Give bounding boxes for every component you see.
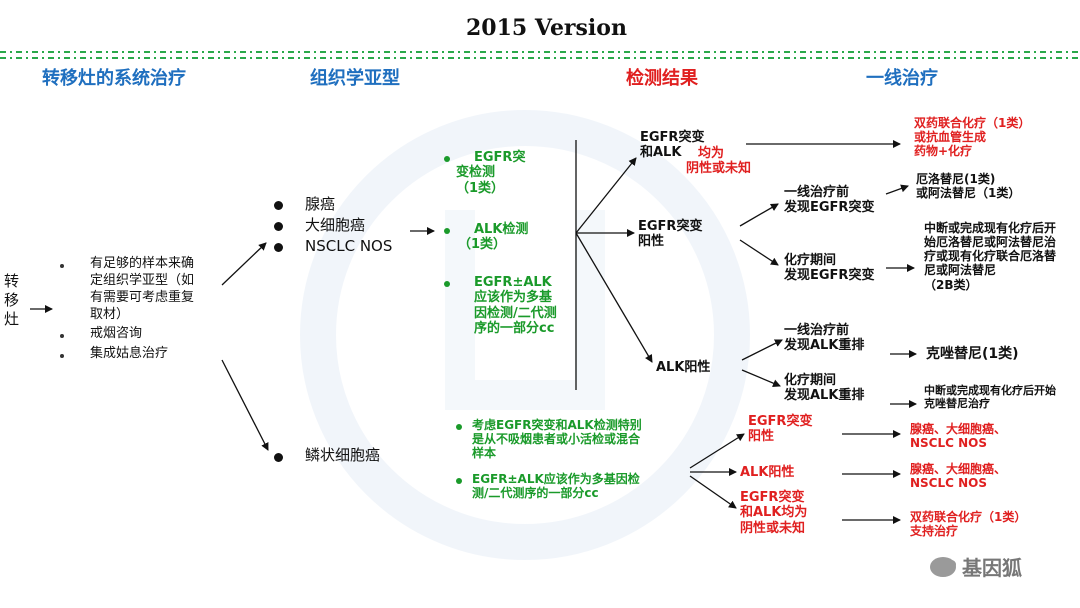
test-bottom-multigene: EGFR±ALK应该作为多基因检 测/二代测序的一部分cc	[472, 472, 640, 501]
test-alk: ALK检测 （1类）	[458, 222, 529, 253]
timing-egfr-during: 化疗期间 发现EGFR突变	[784, 253, 875, 284]
timing-alk-during: 化疗期间 发现ALK重排	[784, 373, 865, 404]
arrow-to-squamous	[221, 359, 269, 451]
bullet-dot	[274, 222, 283, 231]
arrow-alk-during	[741, 369, 781, 387]
header-test-results: 检测结果	[626, 68, 698, 89]
arrow-bottom-negative	[689, 475, 737, 509]
bottom-treatment-egfr: 腺癌、大细胞癌、 NSCLC NOS	[910, 422, 1007, 451]
arrow-egfr-before	[739, 203, 779, 227]
bottom-treatment-alk: 腺癌、大细胞癌、 NSCLC NOS	[910, 462, 1007, 491]
bullet-dot	[274, 201, 283, 210]
result-negative-part1: EGFR突变 和ALK	[640, 130, 705, 161]
bullet-dot	[444, 228, 450, 234]
bottom-treatment-negative: 双药联合化疗（1类） 支持治疗	[910, 510, 1027, 539]
header-systemic-therapy: 转移灶的系统治疗	[42, 68, 186, 89]
test-egfr: EGFR突 变检测 （1类）	[456, 150, 526, 196]
header-histology: 组织学亚型	[310, 68, 400, 89]
bullet-smoking: 戒烟咨询	[90, 326, 143, 341]
page-title: 2015 Version	[466, 15, 627, 41]
histology-squamous: 鳞状细胞癌	[305, 446, 381, 464]
test-bottom-consider: 考虑EGFR突变和ALK检测特别 是从不吸烟患者或小活检或混合 样本	[472, 418, 642, 461]
watermark-seal-inner	[445, 210, 605, 410]
arrow-to-adeno	[221, 242, 267, 286]
histology-large-cell: 大细胞癌	[305, 216, 366, 234]
arrow-bottom-egfr	[689, 433, 745, 469]
bullet-dot	[444, 156, 450, 162]
bullet-dot	[456, 424, 462, 430]
treatment-egfr-before: 厄洛替尼(1类) 或阿法替尼（1类）	[916, 172, 1021, 201]
result-negative-part2: 均为 阴性或未知	[686, 146, 752, 177]
treatment-egfr-during: 中断或完成现有化疗后开 始厄洛替尼或阿法替尼治 疗或现有化疗联合厄洛替 尼或阿法…	[924, 221, 1057, 292]
bullet-dot	[444, 281, 450, 287]
treatment-negative: 双药联合化疗（1类） 或抗血管生成 药物+化疗	[914, 116, 1031, 159]
arrow-to-alk	[575, 232, 653, 363]
bullet-palliative: 集成姑息治疗	[90, 346, 169, 361]
wechat-icon	[930, 556, 956, 577]
histology-nsclc-nos: NSCLC NOS	[305, 237, 393, 255]
bottom-result-negative: EGFR突变 和ALK均为 阴性或未知	[740, 490, 808, 536]
arrow-to-negative	[575, 157, 637, 234]
treatment-alk-during: 中断或完成现有化疗后开始 克唑替尼治疗	[924, 384, 1056, 410]
arrow-egfr-before-treatment	[885, 184, 909, 195]
header-first-line: 一线治疗	[866, 68, 938, 89]
bullet-dot	[60, 354, 64, 358]
timing-egfr-before: 一线治疗前 发现EGFR突变	[784, 185, 875, 216]
timing-alk-before: 一线治疗前 发现ALK重排	[784, 323, 865, 354]
bullet-dot	[456, 478, 462, 484]
treatment-alk-before: 克唑替尼(1类)	[926, 346, 1019, 362]
arrow-alk-before	[741, 339, 783, 361]
brand-logo: 基因狐	[930, 552, 1022, 581]
bullet-dot	[274, 243, 283, 252]
bullet-dot	[60, 264, 64, 268]
metastatic-label: 转 移 灶	[4, 272, 20, 328]
test-multigene: EGFR±ALK 应该作为多基 因检测/二代测 序的一部分cc	[474, 275, 557, 336]
bullet-dot	[274, 453, 283, 462]
result-alk-positive: ALK阳性	[656, 360, 711, 375]
brand-name: 基因狐	[962, 556, 1022, 580]
histology-adenocarcinoma: 腺癌	[305, 195, 336, 213]
arrow-egfr-during	[739, 239, 779, 266]
bottom-result-egfr: EGFR突变 阳性	[748, 414, 813, 445]
bullet-dot	[60, 334, 64, 338]
bottom-result-alk: ALK阳性	[740, 465, 795, 480]
result-egfr-positive: EGFR突变 阳性	[638, 219, 703, 250]
bullet-sample: 有足够的样本来确 定组织学亚型（如 有需要可考虑重复 取材）	[90, 256, 195, 322]
